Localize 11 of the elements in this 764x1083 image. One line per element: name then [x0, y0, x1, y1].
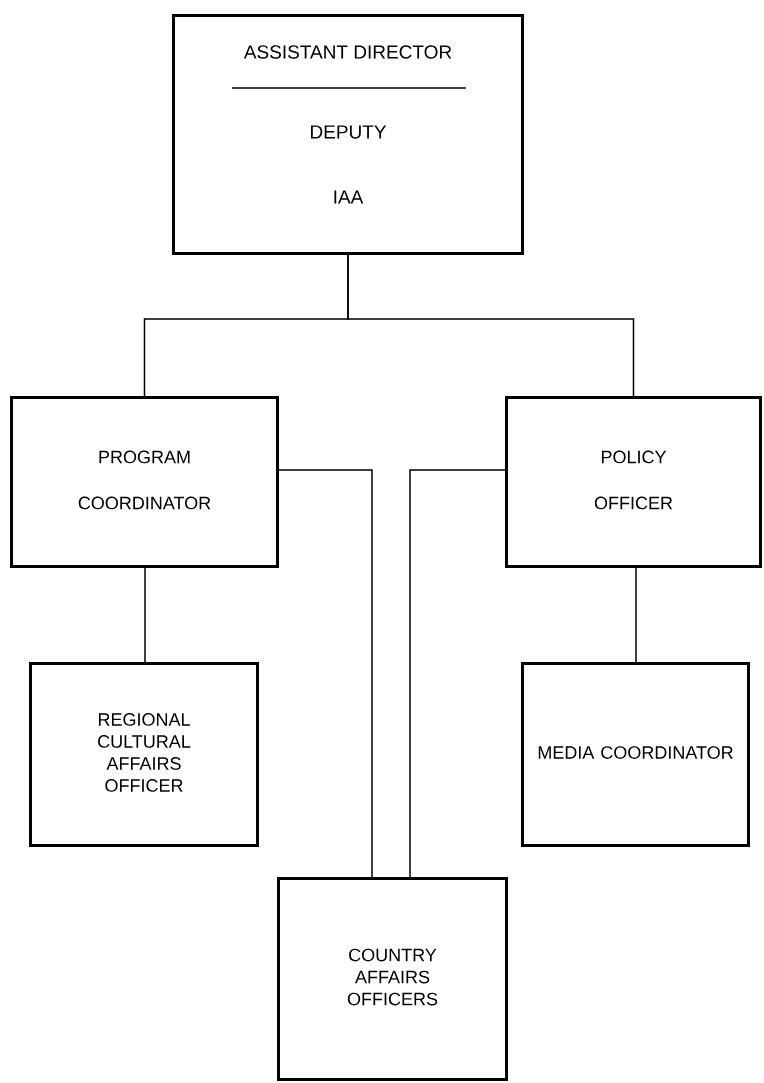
connector-line: [635, 567, 637, 663]
connector-line: [144, 567, 146, 663]
org-box: MEDIA COORDINATOR: [521, 662, 750, 847]
connector-line: [409, 469, 508, 878]
connector-line: [276, 469, 373, 878]
org-box: PROGRAM COORDINATOR: [10, 396, 279, 568]
org-box: POLICY OFFICER: [505, 396, 762, 568]
connector-line: [347, 254, 635, 397]
org-box: ASSISTANT DIRECTOR DEPUTY IAA: [172, 14, 524, 255]
org-box: COUNTRY AFFAIRS OFFICERS: [277, 877, 508, 1081]
org-box: REGIONAL CULTURAL AFFAIRS OFFICER: [29, 662, 259, 847]
